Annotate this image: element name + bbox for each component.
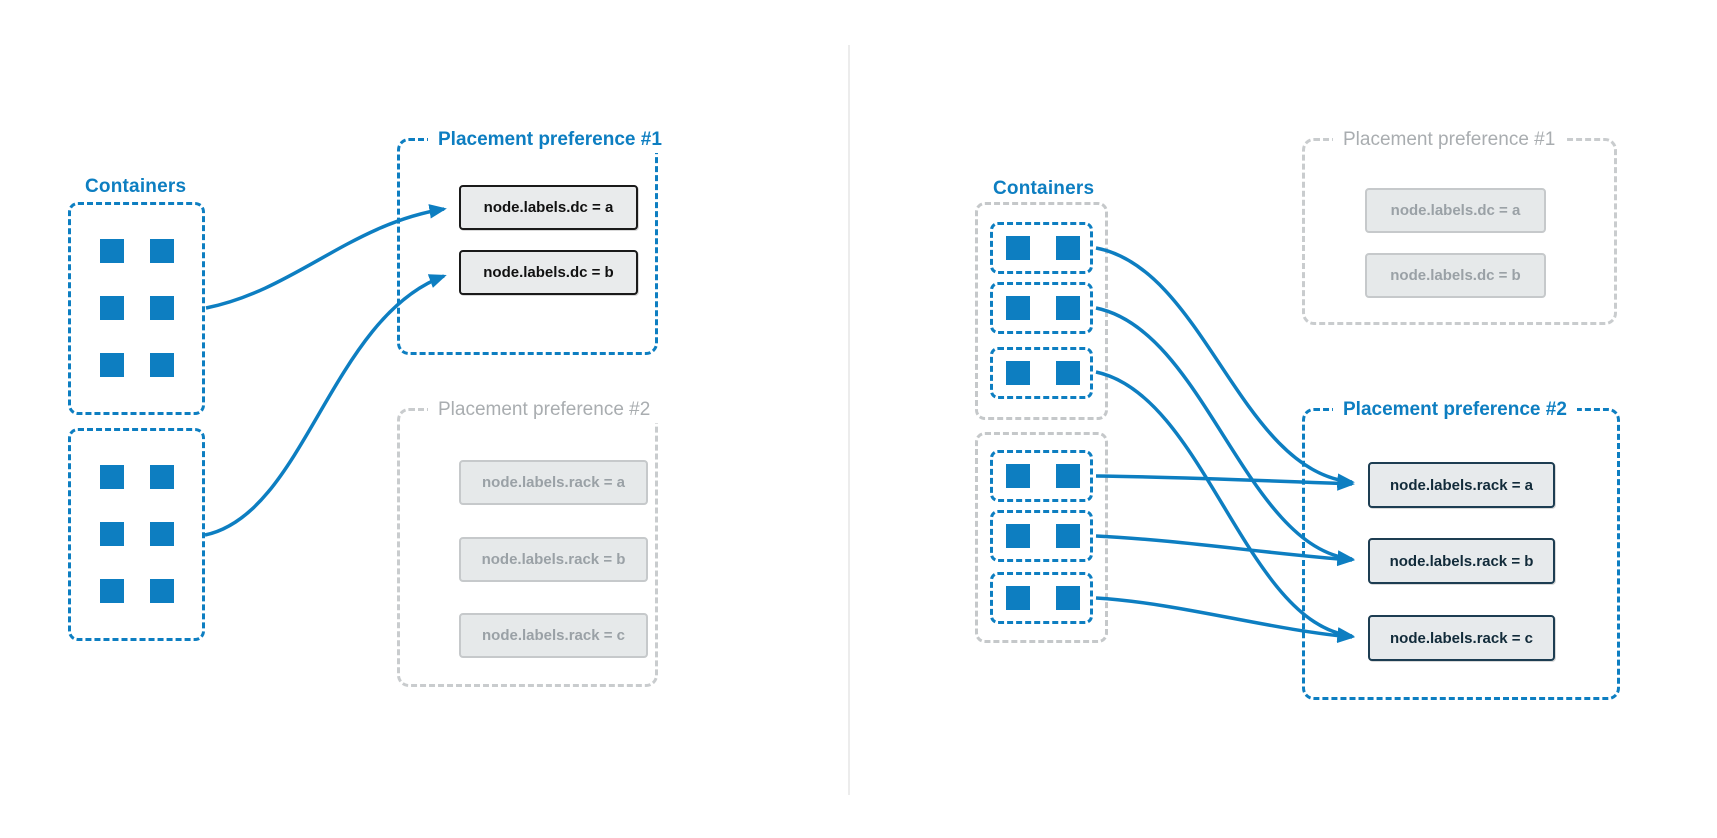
right-placement-preference-1: Placement preference #1 node.labels.dc =… [1302,127,1617,325]
left-placement-preference-1-title: Placement preference #1 [428,127,672,153]
left-placement-preference-2: Placement preference #2 node.labels.rack… [397,397,661,687]
right-container-group-4 [990,450,1093,502]
container-icon [150,522,174,546]
container-icon [1006,586,1030,610]
container-icon [100,296,124,320]
container-icon [1006,524,1030,548]
right-placement-preference-2: Placement preference #2 node.labels.rack… [1302,397,1620,700]
panel-divider [848,45,850,795]
node-label-box-dc-b: node.labels.dc = b [1365,253,1546,298]
node-label-box-dc-a: node.labels.dc = a [1365,188,1546,233]
container-icon [100,522,124,546]
container-icon [100,239,124,263]
container-icon [1056,586,1080,610]
container-icon [150,296,174,320]
container-icon [100,353,124,377]
left-container-group-2 [68,428,205,641]
container-icon [150,353,174,377]
node-label-box-rack-c: node.labels.rack = c [459,613,648,658]
node-label-box-rack-a: node.labels.rack = a [459,460,648,505]
right-container-group-5 [990,510,1093,562]
node-label-box-rack-a: node.labels.rack = a [1368,462,1555,508]
left-placement-preference-1: Placement preference #1 node.labels.dc =… [397,127,672,355]
container-icon [150,239,174,263]
right-container-group-3 [990,347,1093,399]
node-label-box-rack-b: node.labels.rack = b [1368,538,1555,584]
container-icon [100,465,124,489]
right-container-group-1 [990,222,1093,274]
container-icon [1056,236,1080,260]
node-label-box-dc-a: node.labels.dc = a [459,185,638,230]
container-grid [71,205,202,377]
right-placement-preference-1-title: Placement preference #1 [1333,127,1566,153]
container-icon [1056,524,1080,548]
container-icon [1056,464,1080,488]
node-label-box-rack-b: node.labels.rack = b [459,537,648,582]
container-icon [1056,296,1080,320]
right-container-group-2 [990,282,1093,334]
node-label-box-rack-c: node.labels.rack = c [1368,615,1555,661]
right-containers-label: Containers [993,178,1095,199]
container-icon [1006,296,1030,320]
left-containers-label: Containers [85,176,187,197]
container-icon [150,465,174,489]
container-icon [150,579,174,603]
node-label-box-dc-b: node.labels.dc = b [459,250,638,295]
container-icon [1006,361,1030,385]
container-icon [1056,361,1080,385]
left-placement-preference-2-title: Placement preference #2 [428,397,661,423]
right-container-group-6 [990,572,1093,624]
container-icon [1006,236,1030,260]
left-container-group-1 [68,202,205,415]
right-placement-preference-2-title: Placement preference #2 [1333,397,1577,423]
container-icon [1006,464,1030,488]
container-icon [100,579,124,603]
container-grid [71,431,202,603]
